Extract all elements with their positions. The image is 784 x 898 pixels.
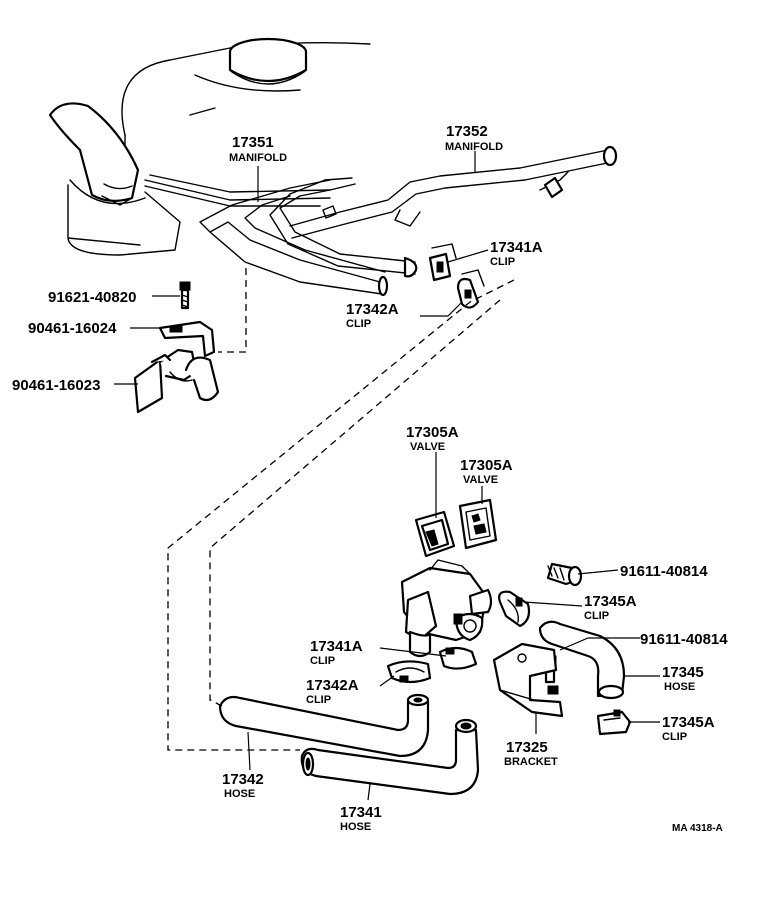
label-17345A-1: 17345A CLIP <box>584 593 637 622</box>
clip-17341A-mid-drawing <box>438 646 478 670</box>
label-17305A-1: 17305A VALVE <box>406 424 459 453</box>
part-number: 17341 <box>340 804 382 821</box>
label-17341A-mid: 17341A CLIP <box>310 638 363 667</box>
diagram-reference-code: MA 4318-A <box>672 823 723 834</box>
dashed-ref-hose-17341 <box>209 299 501 707</box>
part-number: 17305A <box>406 424 459 441</box>
part-name: BRACKET <box>504 756 558 768</box>
part-name: CLIP <box>306 694 331 706</box>
part-name: MANIFOLD <box>229 152 287 164</box>
part-number: 17342A <box>306 677 359 694</box>
air-cleaner-housing-drawing <box>48 37 371 256</box>
label-17341: 17341 HOSE <box>340 804 382 833</box>
part-name: CLIP <box>662 731 687 743</box>
label-17351: 17351 MANIFOLD <box>229 134 287 164</box>
label-91611-40814-b: 91611-40814 <box>640 631 728 648</box>
part-name: CLIP <box>490 256 515 268</box>
part-number: 17325 <box>506 739 548 756</box>
part-number: 17341A <box>310 638 363 655</box>
valve-17305A-2-drawing <box>458 498 498 550</box>
part-number: 17345 <box>662 664 704 681</box>
valve-17305A-1-drawing <box>414 510 456 558</box>
label-17341A-top: 17341A CLIP <box>490 239 543 268</box>
label-17342A-top: 17342A CLIP <box>346 301 399 330</box>
dashed-ref-bracket <box>218 268 247 353</box>
label-90461-16024: 90461-16024 <box>28 320 117 337</box>
clip-17345A-1-drawing <box>498 590 531 628</box>
manifold-17352-drawing <box>289 145 618 239</box>
label-91621-40820: 91621-40820 <box>48 289 136 306</box>
part-name: VALVE <box>463 474 498 486</box>
part-number: 17341A <box>490 239 543 256</box>
label-91611-40814-a: 91611-40814 <box>620 563 708 580</box>
label-17305A-2: 17305A VALVE <box>460 457 513 486</box>
part-number: 17342A <box>346 301 399 318</box>
part-number: 17345A <box>584 593 637 610</box>
part-name: HOSE <box>340 821 371 833</box>
part-name: CLIP <box>346 318 371 330</box>
label-17352: 17352 MANIFOLD <box>445 123 503 153</box>
clip-17341A-top-drawing <box>428 243 457 282</box>
hose-17342-drawing <box>218 693 430 758</box>
label-17345: 17345 HOSE <box>662 664 704 693</box>
part-number: 17345A <box>662 714 715 731</box>
part-number: 17305A <box>460 457 513 474</box>
part-name: MANIFOLD <box>445 141 503 153</box>
part-name: CLIP <box>584 610 609 622</box>
label-17325: 17325 BRACKET <box>504 739 558 768</box>
label-17342: 17342 HOSE <box>222 771 264 800</box>
clip-17342A-mid-drawing <box>386 660 432 684</box>
part-name: HOSE <box>664 681 695 693</box>
bolt-91611-40814-a-drawing <box>546 562 583 587</box>
part-number: 17342 <box>222 771 264 788</box>
clamp-90461-16023-drawing <box>133 348 220 414</box>
valve-body-drawing <box>400 559 493 658</box>
label-17345A-2: 17345A CLIP <box>662 714 715 743</box>
clip-17342A-top-drawing <box>456 269 485 309</box>
dashed-ref-hose-17342 <box>167 279 515 751</box>
part-name: VALVE <box>410 441 445 453</box>
bracket-90461-16024-drawing <box>158 320 216 358</box>
manifold-17351-drawing <box>199 177 418 297</box>
hose-17345-drawing <box>538 620 626 700</box>
hose-17341-drawing <box>300 718 480 796</box>
label-17342A-mid: 17342A CLIP <box>306 677 359 706</box>
label-90461-16023: 90461-16023 <box>12 377 100 394</box>
part-name: HOSE <box>224 788 255 800</box>
part-name: CLIP <box>310 655 335 667</box>
leader-lines <box>114 151 660 801</box>
part-number: 17352 <box>446 123 488 140</box>
bolt-91621-40820-drawing <box>179 281 191 310</box>
clip-17345A-2-drawing <box>596 709 632 736</box>
part-number: 17351 <box>232 134 274 151</box>
bracket-17325-drawing <box>492 642 564 718</box>
